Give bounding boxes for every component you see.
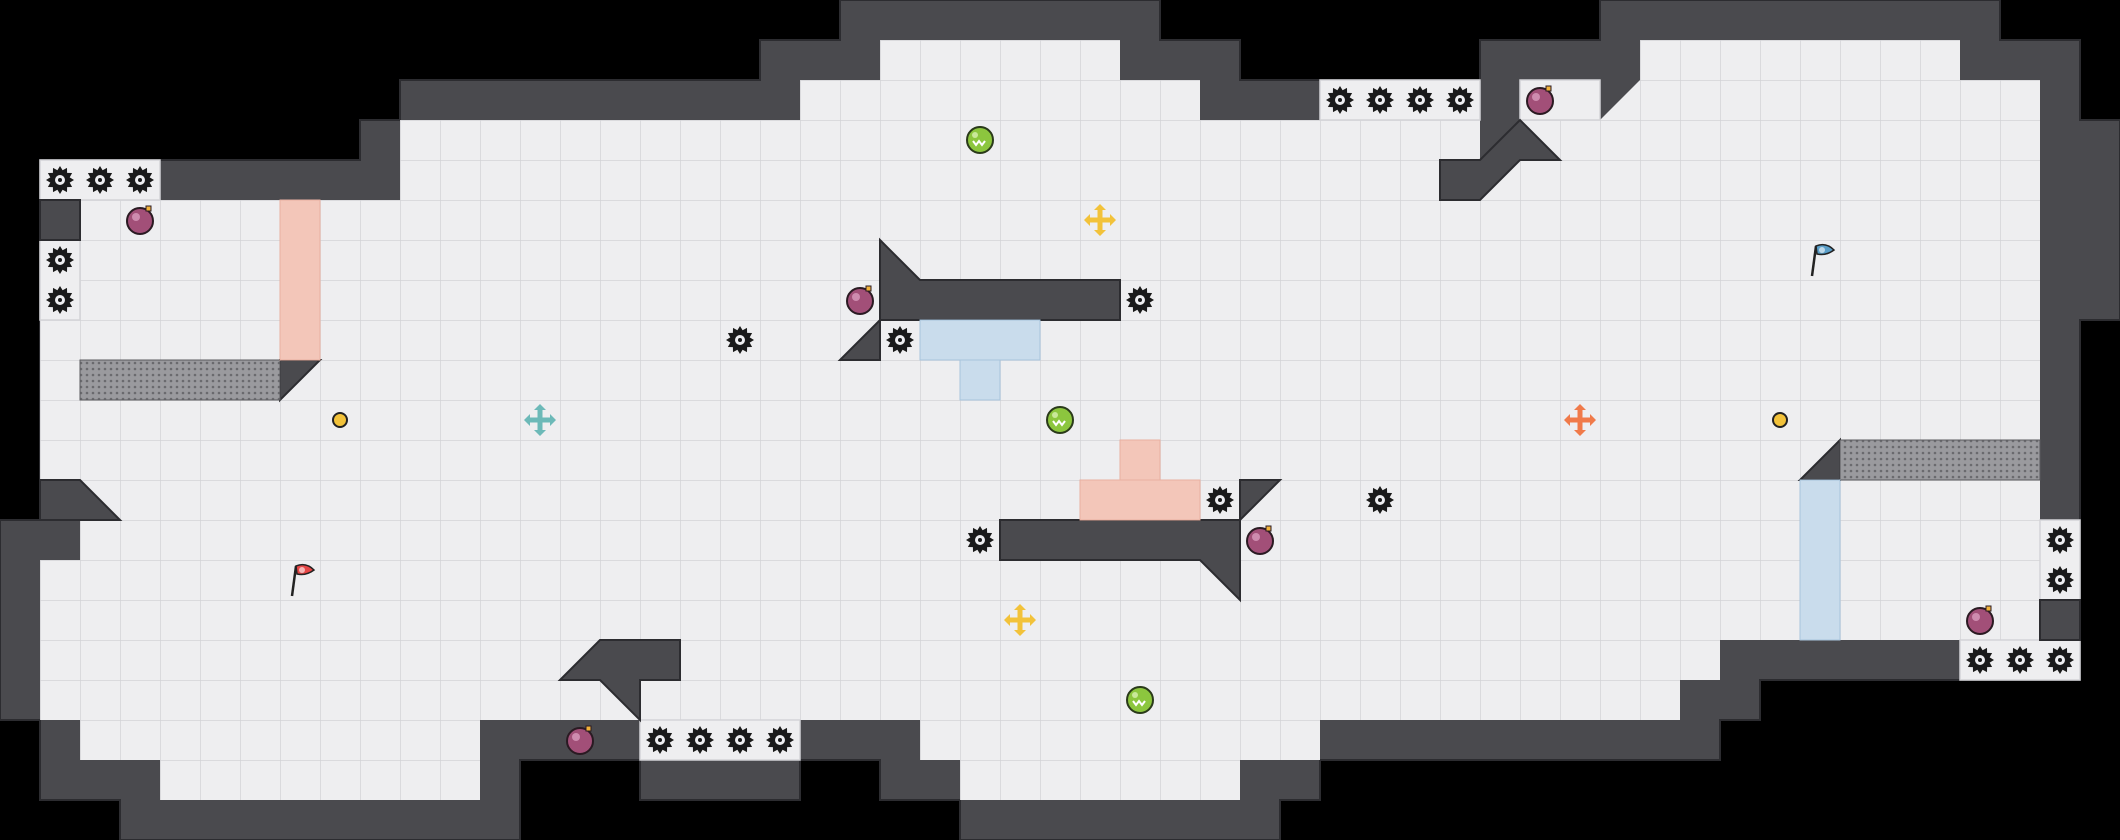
red-zones xyxy=(279,199,1201,521)
move-pad-icon xyxy=(1004,604,1036,636)
saw-blade-icon xyxy=(686,726,714,754)
saw-blade-icon xyxy=(1126,286,1154,314)
grate-right xyxy=(1839,439,2041,481)
green-slime-icon xyxy=(1046,406,1074,434)
bomb-orb-icon xyxy=(846,285,874,315)
saw-blade-icon xyxy=(1966,646,1994,674)
bomb-orb-icon xyxy=(126,205,154,235)
bomb-orb-icon xyxy=(566,725,594,755)
saw-blade-icon xyxy=(2046,566,2074,594)
saw-blade-icon xyxy=(1326,86,1354,114)
saw-blade-icon xyxy=(86,166,114,194)
grate-left xyxy=(79,359,281,401)
saw-blade-icon xyxy=(1446,86,1474,114)
bomb-orb-icon xyxy=(1526,85,1554,115)
saw-blade-icon xyxy=(2006,646,2034,674)
move-pad-icon xyxy=(1564,404,1596,436)
move-pad-icon xyxy=(1084,204,1116,236)
saw-blade-icon xyxy=(886,326,914,354)
saw-blade-icon xyxy=(46,166,74,194)
bomb-orb-icon xyxy=(1966,605,1994,635)
saw-blade-icon xyxy=(46,246,74,274)
blue-zones xyxy=(919,319,1841,641)
green-slime-icon xyxy=(1126,686,1154,714)
saw-blade-icon xyxy=(1206,486,1234,514)
goal-flag-icon xyxy=(1810,243,1836,277)
saw-blade-icon xyxy=(1366,86,1394,114)
saw-blade-icon xyxy=(766,726,794,754)
saw-blade-icon xyxy=(46,286,74,314)
saw-blade-icon xyxy=(726,326,754,354)
saw-blade-icon xyxy=(1406,86,1434,114)
green-slime-icon xyxy=(966,126,994,154)
bomb-orb-icon xyxy=(1246,525,1274,555)
gold-coin-icon xyxy=(1772,412,1788,428)
gold-coin-icon xyxy=(332,412,348,428)
saw-blade-icon xyxy=(2046,526,2074,554)
saw-blade-icon xyxy=(726,726,754,754)
saw-blade-icon xyxy=(966,526,994,554)
start-flag-icon xyxy=(290,563,316,597)
move-pad-icon xyxy=(524,404,556,436)
entities-layer[interactable] xyxy=(46,85,2074,755)
saw-blade-icon xyxy=(1366,486,1394,514)
saw-blade-icon xyxy=(646,726,674,754)
saw-blade-icon xyxy=(2046,646,2074,674)
saw-blade-icon xyxy=(126,166,154,194)
interior-walls xyxy=(39,118,2081,723)
